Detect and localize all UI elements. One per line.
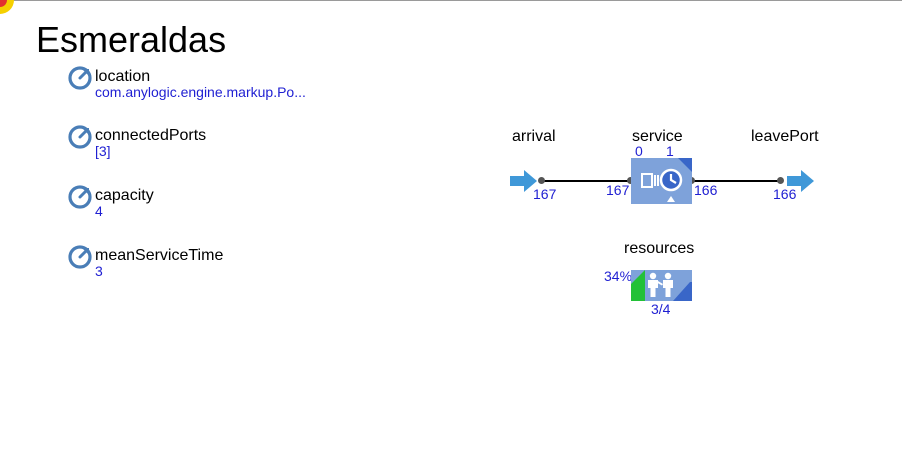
arrival-label: arrival xyxy=(512,128,556,145)
parameter-value: com.anylogic.engine.markup.Po... xyxy=(95,84,306,100)
connector-arrival-service xyxy=(542,180,631,182)
resource-pool-icon[interactable] xyxy=(631,270,692,301)
arrival-out-count: 167 xyxy=(533,186,557,202)
connector-service-leave xyxy=(692,180,780,182)
parameter-capacity[interactable]: capacity 4 xyxy=(68,185,368,225)
resources-usage: 3/4 xyxy=(651,301,671,317)
resources-label: resources xyxy=(624,240,695,257)
parameter-name: connectedPorts xyxy=(95,127,207,144)
service-delay-count: 1 xyxy=(666,143,674,159)
model-corner-icon xyxy=(0,0,14,14)
parameter-icon xyxy=(68,66,92,90)
service-label: service xyxy=(632,128,683,145)
parameter-value: 4 xyxy=(95,203,103,219)
people-icon xyxy=(648,272,673,297)
parameter-icon xyxy=(68,125,92,149)
parameter-name: location xyxy=(95,68,151,85)
resources-utilization: 34% xyxy=(604,268,633,284)
parameter-value: 3 xyxy=(95,263,103,279)
parameter-name: meanServiceTime xyxy=(95,247,224,264)
arrival-out-port[interactable] xyxy=(538,177,545,184)
parameter-value: [3] xyxy=(95,143,111,159)
service-in-count: 167 xyxy=(606,182,630,198)
parameter-icon xyxy=(68,245,92,269)
service-in-port[interactable] xyxy=(627,177,634,184)
parameter-location[interactable]: location com.anylogic.engine.markup.Po..… xyxy=(68,66,368,106)
service-out-count: 166 xyxy=(694,182,718,198)
arrival-port-arrow-icon[interactable] xyxy=(510,170,538,192)
leave-port-label: leavePort xyxy=(751,128,819,145)
leave-in-count: 166 xyxy=(773,186,797,202)
parameter-connected-ports[interactable]: connectedPorts [3] xyxy=(68,125,368,165)
leave-port-arrow-icon[interactable] xyxy=(787,170,815,192)
leave-in-port[interactable] xyxy=(777,177,784,184)
parameter-icon xyxy=(68,185,92,209)
parameter-name: capacity xyxy=(95,187,154,204)
window-top-border xyxy=(0,0,902,1)
service-queue-count: 0 xyxy=(635,143,643,159)
agent-title: Esmeraldas xyxy=(36,19,227,60)
service-block-icon[interactable] xyxy=(631,158,692,204)
parameter-mean-service-time[interactable]: meanServiceTime 3 xyxy=(68,245,368,285)
